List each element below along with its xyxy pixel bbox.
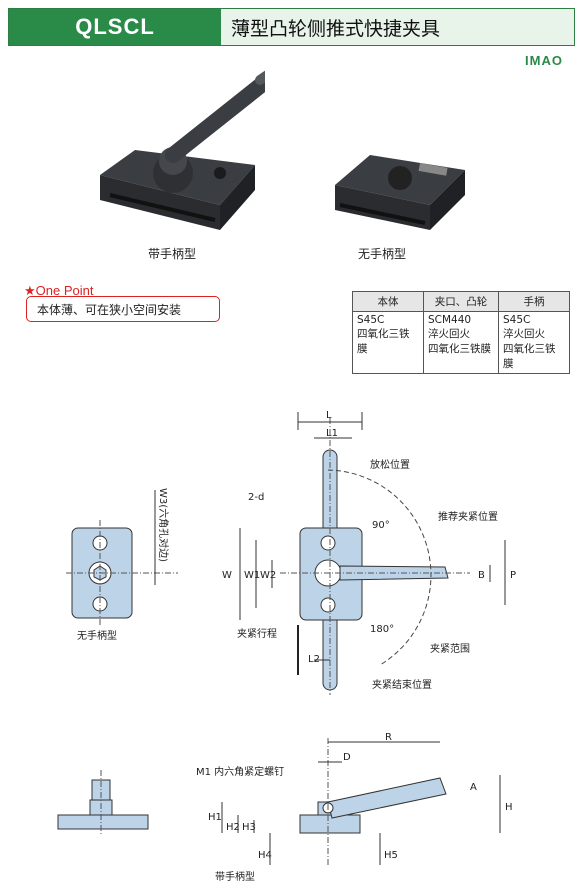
dim-H2: H2	[226, 822, 240, 833]
brand-logo: IMAO	[525, 53, 563, 68]
dim-H3: H3	[242, 822, 256, 833]
one-point-box: 本体薄、可在狭小空间安装	[26, 296, 220, 322]
label-recommended: 推荐夹紧位置	[438, 510, 498, 523]
dim-L1: L1	[326, 428, 338, 439]
label-stroke: 夹紧行程	[237, 627, 277, 640]
main-view	[239, 412, 506, 695]
dim-W1: W1	[244, 570, 260, 581]
table-header-body: 本体	[352, 291, 424, 312]
top-drawing: W3(六角孔对边) 无手柄型 L L1 L2 2-d W W1 W2 放松位置 …	[66, 410, 516, 695]
label-range: 夹紧范围	[430, 642, 470, 655]
table-header-handle: 手柄	[498, 291, 570, 312]
w3-label: W3(六角孔对边)	[157, 488, 170, 562]
page-title: 薄型凸轮侧推式快捷夹具	[221, 9, 574, 45]
header-bar: QLSCL 薄型凸轮侧推式快捷夹具	[8, 8, 575, 46]
model-code: QLSCL	[9, 9, 221, 45]
dim-H4: H4	[258, 850, 272, 861]
dim-L2: L2	[308, 654, 320, 665]
left-view-caption: 无手柄型	[77, 629, 117, 642]
dim-L: L	[326, 410, 332, 421]
caption-without-handle: 无手柄型	[358, 247, 407, 261]
caption-with-handle: 带手柄型	[148, 247, 197, 261]
table-row: 本体 夹口、凸轮 手柄	[352, 291, 570, 312]
label-end: 夹紧结束位置	[372, 678, 432, 691]
angle-180: 180°	[370, 624, 394, 635]
right-side-view	[221, 738, 501, 865]
dim-P: P	[510, 570, 516, 581]
dim-W: W	[222, 570, 232, 581]
one-point-label: ★One Point	[24, 283, 94, 298]
label-2d: 2-d	[248, 492, 264, 503]
dim-R: R	[385, 732, 392, 743]
label-release: 放松位置	[370, 458, 410, 471]
one-point-text: 本体薄、可在狭小空间安装	[37, 302, 182, 317]
dim-D: D	[343, 752, 351, 763]
dim-W2: W2	[260, 570, 276, 581]
photo-with-handle	[100, 70, 265, 230]
bottom-caption: 带手柄型	[215, 870, 255, 883]
table-header-jaw: 夹口、凸轮	[423, 291, 499, 312]
dim-H1: H1	[208, 812, 222, 823]
photo-without-handle	[335, 155, 465, 230]
left-view	[66, 490, 178, 626]
angle-90: 90°	[372, 520, 390, 531]
label-m1: M1 内六角紧定螺钉	[196, 765, 284, 778]
dim-H5: H5	[384, 850, 398, 861]
dim-A: A	[470, 782, 477, 793]
dim-H: H	[505, 802, 513, 813]
left-side-view	[57, 770, 149, 835]
dim-B: B	[478, 570, 485, 581]
bottom-drawing: R D M1 内六角紧定螺钉 A H H1 H2 H3 H4 H5 带手柄型	[57, 732, 513, 883]
